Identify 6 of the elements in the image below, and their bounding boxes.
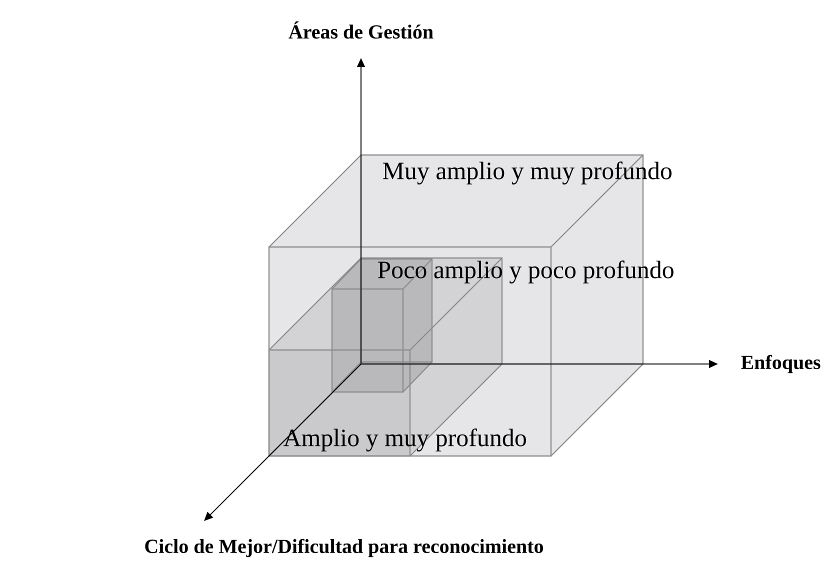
axis-label: Ciclo de Mejor/Dificultad para reconocimiento (145, 538, 544, 558)
region-label: Muy amplio y muy profundo (382, 162, 672, 184)
axis-label: Áreas de Gestión (288, 21, 434, 39)
region-label: Poco amplio y poco profundo (378, 260, 674, 284)
axis-label: Enfoques (741, 354, 820, 374)
region-label: Amplio y muy profundo (283, 428, 526, 452)
